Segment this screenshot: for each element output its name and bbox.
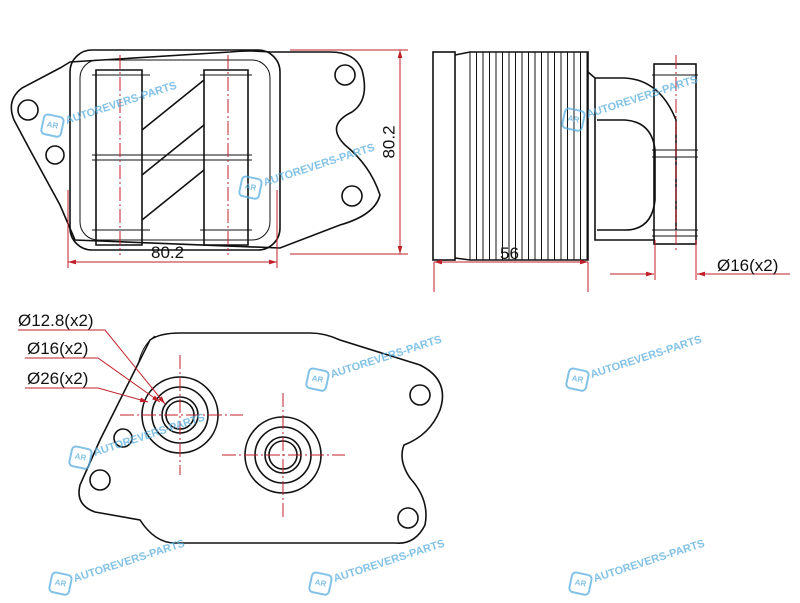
watermark-logo-icon: AR — [67, 444, 94, 471]
top-width-dimension: 80.2 — [151, 243, 185, 262]
bottom-view — [78, 332, 444, 544]
watermark-logo-icon: AR — [567, 570, 594, 597]
pipe-diameter-dimension: Ø16(x2) — [717, 256, 779, 275]
port-outer-dimension: Ø26(x2) — [27, 369, 89, 388]
top-view — [10, 49, 381, 255]
watermark-logo-icon: AR — [47, 570, 74, 597]
side-depth-dimension: 56 — [500, 244, 519, 263]
watermark-logo-icon: AR — [304, 366, 331, 393]
port-inner-dimension: Ø12.8(x2) — [18, 311, 94, 330]
watermark-logo-icon: AR — [564, 366, 591, 393]
watermark-logo-icon: AR — [39, 112, 66, 139]
top-height-dimension: 80.2 — [379, 125, 399, 159]
watermark-logo-icon: AR — [307, 570, 334, 597]
watermark-logo-icon: AR — [560, 106, 587, 133]
watermark-logo-icon: AR — [237, 174, 264, 201]
port-mid-dimension: Ø16(x2) — [27, 339, 89, 358]
